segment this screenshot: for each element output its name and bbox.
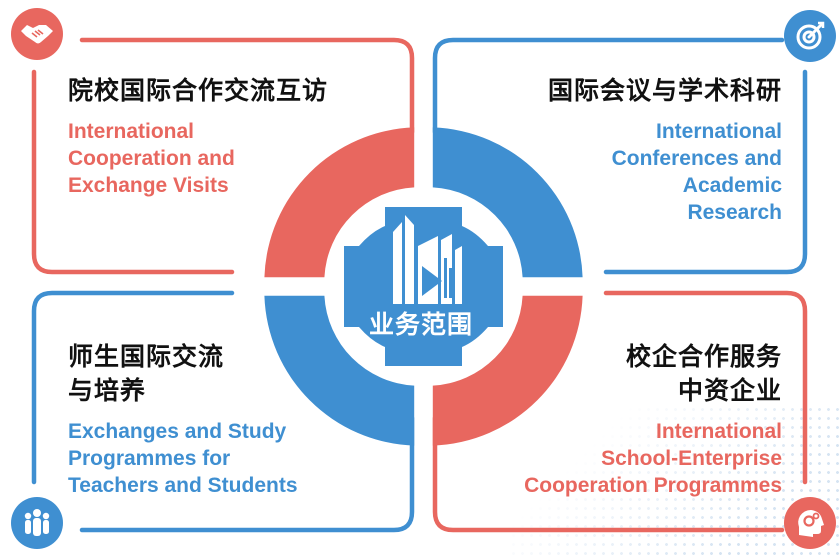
title-line: 院校国际合作交流互访 <box>68 76 329 105</box>
subtitle-line: International <box>68 120 195 143</box>
people-group-icon <box>11 497 63 549</box>
panel-international-conferences: 国际会议与学术科研 International Conferences and … <box>470 74 782 226</box>
subtitle-line: Research <box>687 201 782 224</box>
panel-teacher-student-exchange: 师生国际交流 与培养 Exchanges and Study Programme… <box>68 340 398 499</box>
ring-quarter-top-left <box>264 127 415 278</box>
panel-border-bottom-left <box>31 290 415 533</box>
subtitle-line: Cooperation Programmes <box>524 474 782 497</box>
subtitle-line: Teachers and Students <box>68 474 298 497</box>
target-arrow-icon <box>784 10 836 62</box>
subtitle-line: Exchange Visits <box>68 174 229 197</box>
title-line: 校企合作服务 <box>625 342 782 371</box>
panel-school-enterprise: 校企合作服务 中资企业 International School-Enterpr… <box>470 340 782 499</box>
title-line: 师生国际交流 <box>68 342 225 371</box>
panel-border-bottom-right <box>432 290 808 533</box>
panel-international-cooperation: 院校国际合作交流互访 International Cooperation and… <box>68 74 398 199</box>
title-line: 中资企业 <box>677 376 782 405</box>
panel-border-top-right <box>432 37 808 275</box>
subtitle-line: School-Enterprise <box>601 447 782 470</box>
center-label: 业务范围 <box>368 310 473 339</box>
panel-subtitle: International Conferences and Academic R… <box>470 118 782 226</box>
subtitle-line: Cooperation and <box>68 147 235 170</box>
handshake-icon <box>11 8 63 60</box>
title-line: 国际会议与学术科研 <box>547 76 782 105</box>
ring-quarter-bottom-left <box>264 295 415 446</box>
ring-quarter-bottom-right <box>432 295 583 446</box>
subtitle-line: Exchanges and Study <box>68 420 287 443</box>
subtitle-line: International <box>655 120 782 143</box>
panel-title: 国际会议与学术科研 <box>470 74 782 108</box>
subtitle-line: Programmes for <box>68 447 231 470</box>
subtitle-line: Academic <box>682 174 782 197</box>
panel-title: 院校国际合作交流互访 <box>68 74 398 108</box>
panel-border-top-left <box>31 37 415 275</box>
subtitle-line: Conferences and <box>611 147 782 170</box>
panel-subtitle: International School-Enterprise Cooperat… <box>470 418 782 499</box>
subtitle-line: International <box>655 420 782 443</box>
title-line: 与培养 <box>68 376 147 405</box>
panel-title: 校企合作服务 中资企业 <box>470 340 782 408</box>
city-tower-logo-icon <box>393 215 462 304</box>
panel-title: 师生国际交流 与培养 <box>68 340 398 408</box>
panel-subtitle: International Cooperation and Exchange V… <box>68 118 398 199</box>
head-gears-icon <box>784 497 836 549</box>
panel-subtitle: Exchanges and Study Programmes for Teach… <box>68 418 398 499</box>
ring-quarter-top-right <box>432 127 583 278</box>
